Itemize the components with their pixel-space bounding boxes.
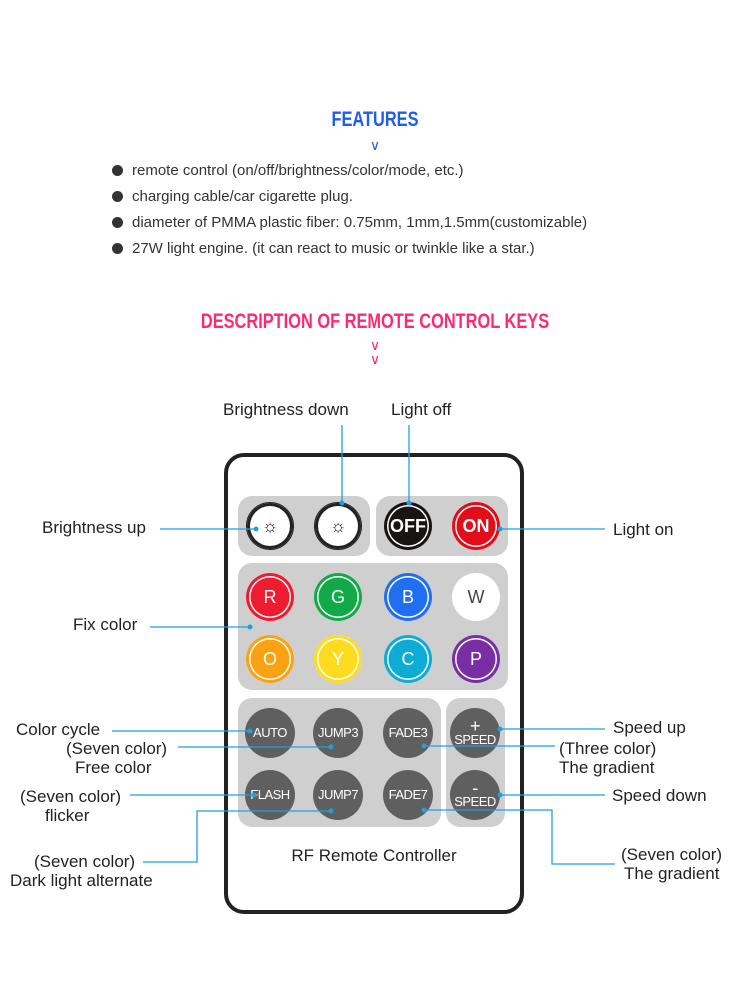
feature-item: charging cable/car cigarette plug. [112,188,353,205]
color-button-r[interactable]: R [246,573,294,621]
sun-down-icon: ☼ [329,515,347,536]
label-speed-up: Speed up [613,718,686,737]
on-button[interactable]: ON [452,502,500,550]
auto-button[interactable]: AUTO [245,708,295,758]
color-button-y[interactable]: Y [314,635,362,683]
remote-body [224,453,524,914]
color-button-label: O [262,648,277,669]
label-dark-light-2: Dark light alternate [10,871,153,890]
chevron-down-icon: ∨ [369,337,381,353]
chevron-down-icon: ∨ [369,351,381,367]
speed-up-button[interactable]: +SPEED [450,708,500,758]
label-fix-color: Fix color [73,615,138,634]
plus-icon: + [469,716,481,736]
flash-button[interactable]: FLASH [245,770,295,820]
label-free-color-2: Free color [75,758,152,777]
chevron-down-icon: ∨ [369,137,381,153]
color-button-label: C [401,648,415,669]
color-button-b[interactable]: B [384,573,432,621]
color-button-label: R [263,586,277,607]
speed-label: SPEED [454,794,496,809]
remote-footer-label: RF Remote Controller [291,846,457,865]
color-button-label: W [467,586,485,607]
label-three-gradient-1: (Three color) [559,739,657,758]
feature-item: 27W light engine. (it can react to music… [112,240,535,257]
label-flicker-1: (Seven color) [20,787,122,806]
feature-item: remote control (on/off/brightness/color/… [112,162,464,179]
color-button-label: Y [331,648,344,669]
fade3-button[interactable]: FADE3 [383,708,433,758]
brightness-down-button[interactable]: ☼ [314,502,362,550]
features-title: FEATURES [331,108,419,131]
label-color-cycle: Color cycle [16,720,101,739]
color-button-g[interactable]: G [314,573,362,621]
on-label: ON [462,515,490,536]
label-dark-light-1: (Seven color) [34,852,136,871]
label-brightness-up: Brightness up [42,518,146,537]
label-seven-gradient-2: The gradient [624,864,720,883]
color-button-label: P [469,648,482,669]
color-button-o[interactable]: O [246,635,294,683]
speed-down-button[interactable]: -SPEED [450,770,500,820]
jump3-button[interactable]: JUMP3 [313,708,363,758]
label-speed-down: Speed down [612,786,707,805]
feature-item: diameter of PMMA plastic fiber: 0.75mm, … [112,214,587,231]
brightness-up-button[interactable]: ☼ [246,502,294,550]
color-button-label: G [330,586,345,607]
jump7-button[interactable]: JUMP7 [313,770,363,820]
off-button[interactable]: OFF [384,502,432,550]
label-light-off: Light off [391,400,452,419]
color-button-label: B [401,586,414,607]
sun-up-icon: ☼ [261,515,279,536]
label-free-color-1: (Seven color) [66,739,168,758]
minus-icon: - [472,778,478,798]
off-label: OFF [390,515,426,536]
label-flicker-2: flicker [45,806,90,825]
label-light-on: Light on [613,520,674,539]
label-brightness-down: Brightness down [223,400,349,419]
remote-section-title: DESCRIPTION OF REMOTE CONTROL KEYS [200,310,550,333]
label-seven-gradient-1: (Seven color) [621,845,723,864]
color-button-c[interactable]: C [384,635,432,683]
speed-label: SPEED [454,732,496,747]
color-button-w[interactable]: W [452,573,500,621]
color-button-p[interactable]: P [452,635,500,683]
label-three-gradient-2: The gradient [559,758,655,777]
